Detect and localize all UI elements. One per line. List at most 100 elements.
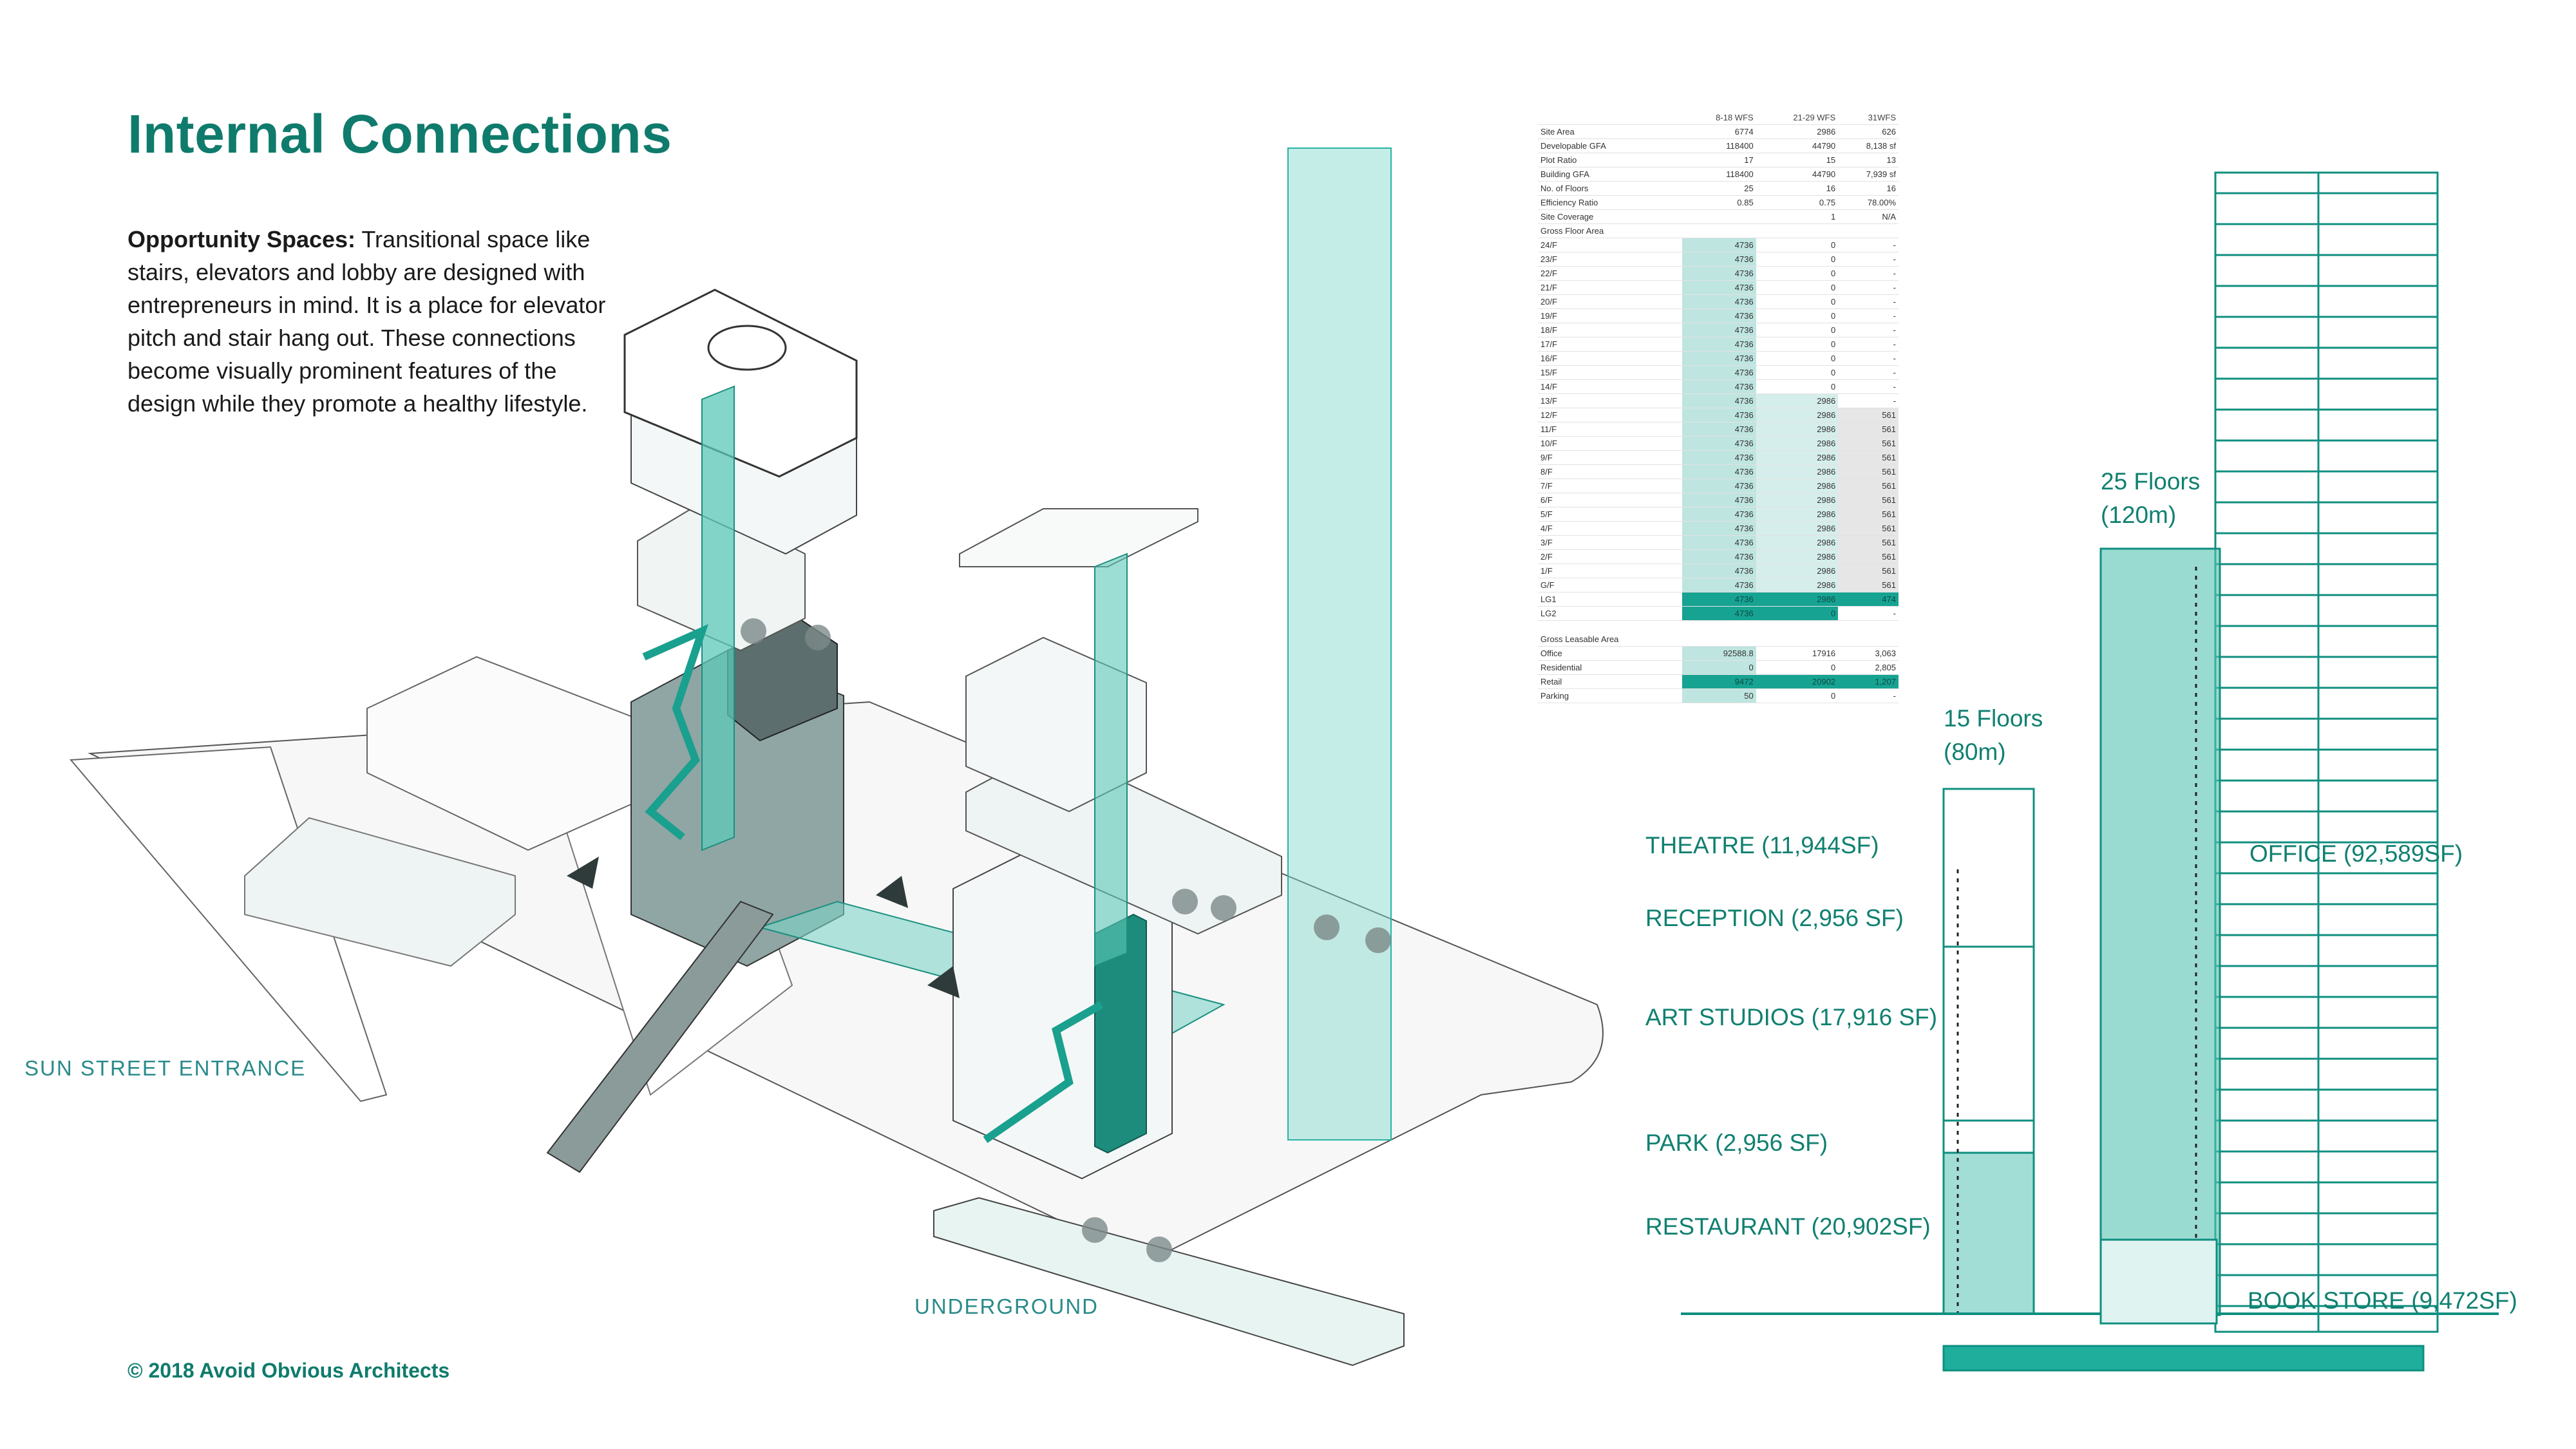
- table-cell: 0: [1756, 238, 1839, 252]
- table-cell: Gross Leasable Area: [1538, 632, 1682, 647]
- table-cell: -: [1838, 252, 1899, 267]
- table-cell: 2986: [1756, 408, 1839, 422]
- table-cell: -: [1838, 266, 1899, 281]
- table-cell: 4736: [1681, 238, 1756, 252]
- table-cell: 50: [1681, 688, 1756, 703]
- table-cell: 2986: [1756, 592, 1839, 607]
- stair-down: [546, 900, 774, 1173]
- table-cell: 21-29 WFS: [1756, 111, 1839, 125]
- label-reception: RECEPTION (2,956 SF): [1645, 905, 1904, 931]
- table-cell: 561: [1838, 408, 1899, 422]
- table-cell: -: [1838, 337, 1899, 352]
- table-cell: 4736: [1681, 478, 1756, 493]
- table-cell: -: [1838, 323, 1899, 337]
- table-cell: 17916: [1756, 646, 1839, 661]
- table-cell: [1681, 209, 1756, 224]
- table-cell: 7/F: [1538, 478, 1682, 493]
- table-cell: -: [1838, 379, 1899, 394]
- table-cell: 0: [1756, 323, 1839, 337]
- label-sun-street-entrance: SUN STREET ENTRANCE: [24, 1056, 306, 1080]
- table-cell: [1756, 223, 1839, 238]
- table-cell: 16/F: [1538, 351, 1682, 366]
- table-cell: [1681, 632, 1756, 647]
- table-cell: [1838, 632, 1899, 647]
- table-cell: 19/F: [1538, 308, 1682, 323]
- label-25-floors: 25 Floors(120m): [2101, 468, 2200, 528]
- table-cell: 561: [1838, 478, 1899, 493]
- table-cell: 16: [1838, 181, 1899, 196]
- table-cell: 5/F: [1538, 507, 1682, 522]
- table-cell: G/F: [1538, 578, 1682, 592]
- table-cell: 2,805: [1838, 660, 1899, 675]
- table-cell: 9/F: [1538, 450, 1682, 465]
- table-cell: 4736: [1681, 323, 1756, 337]
- table-cell: 4736: [1681, 464, 1756, 479]
- table-cell: N/A: [1838, 209, 1899, 224]
- roof-oval: [707, 325, 787, 371]
- table-cell: 561: [1838, 535, 1899, 550]
- table-cell: 1,207: [1838, 674, 1899, 689]
- intro-text: Transitional space like stairs, elevator…: [128, 226, 606, 417]
- table-cell: 4736: [1681, 606, 1756, 621]
- table-cell: 15/F: [1538, 365, 1682, 380]
- table-cell: 561: [1838, 422, 1899, 437]
- table-cell: -: [1838, 238, 1899, 252]
- table-cell: 44790: [1756, 138, 1839, 153]
- table-cell: 4736: [1681, 564, 1756, 578]
- table-cell: 1: [1756, 209, 1839, 224]
- table-cell: 4736: [1681, 507, 1756, 522]
- table-cell: 4736: [1681, 521, 1756, 536]
- tower-b-top: [959, 508, 1198, 567]
- table-cell: 4736: [1681, 549, 1756, 564]
- underground-slab: [933, 1197, 1405, 1367]
- stair-b: [983, 1001, 1103, 1143]
- table-cell: 4736: [1681, 351, 1756, 366]
- table-cell: 4736: [1681, 422, 1756, 437]
- table-cell: 16: [1756, 181, 1839, 196]
- table-cell: [1756, 632, 1839, 647]
- table-cell: 4736: [1681, 294, 1756, 309]
- table-cell: 9472: [1681, 674, 1756, 689]
- table-cell: Residential: [1538, 660, 1682, 675]
- table-cell: 2986: [1756, 436, 1839, 451]
- table-cell: 2986: [1756, 393, 1839, 408]
- table-cell: 2986: [1756, 493, 1839, 507]
- table-cell: 4736: [1681, 266, 1756, 281]
- table-cell: [1681, 223, 1756, 238]
- table-cell: 0: [1756, 606, 1839, 621]
- table-cell: 2986: [1756, 507, 1839, 522]
- table-cell: 25: [1681, 181, 1756, 196]
- table-cell: 11/F: [1538, 422, 1682, 437]
- table-cell: 0.75: [1756, 195, 1839, 210]
- table-cell: 0: [1756, 280, 1839, 295]
- table-cell: 3/F: [1538, 535, 1682, 550]
- table-cell: 4736: [1681, 308, 1756, 323]
- table-cell: Site Coverage: [1538, 209, 1682, 224]
- table-cell: -: [1838, 365, 1899, 380]
- tree-markers: [741, 618, 1391, 1262]
- light-column: [1287, 147, 1392, 1141]
- table-cell: 626: [1838, 124, 1899, 139]
- copyright: © 2018 Avoid Obvious Architects: [128, 1359, 450, 1382]
- table-cell: Building GFA: [1538, 167, 1682, 182]
- table-cell: 4736: [1681, 280, 1756, 295]
- table-cell: 4736: [1681, 337, 1756, 352]
- table-cell: 474: [1838, 592, 1899, 607]
